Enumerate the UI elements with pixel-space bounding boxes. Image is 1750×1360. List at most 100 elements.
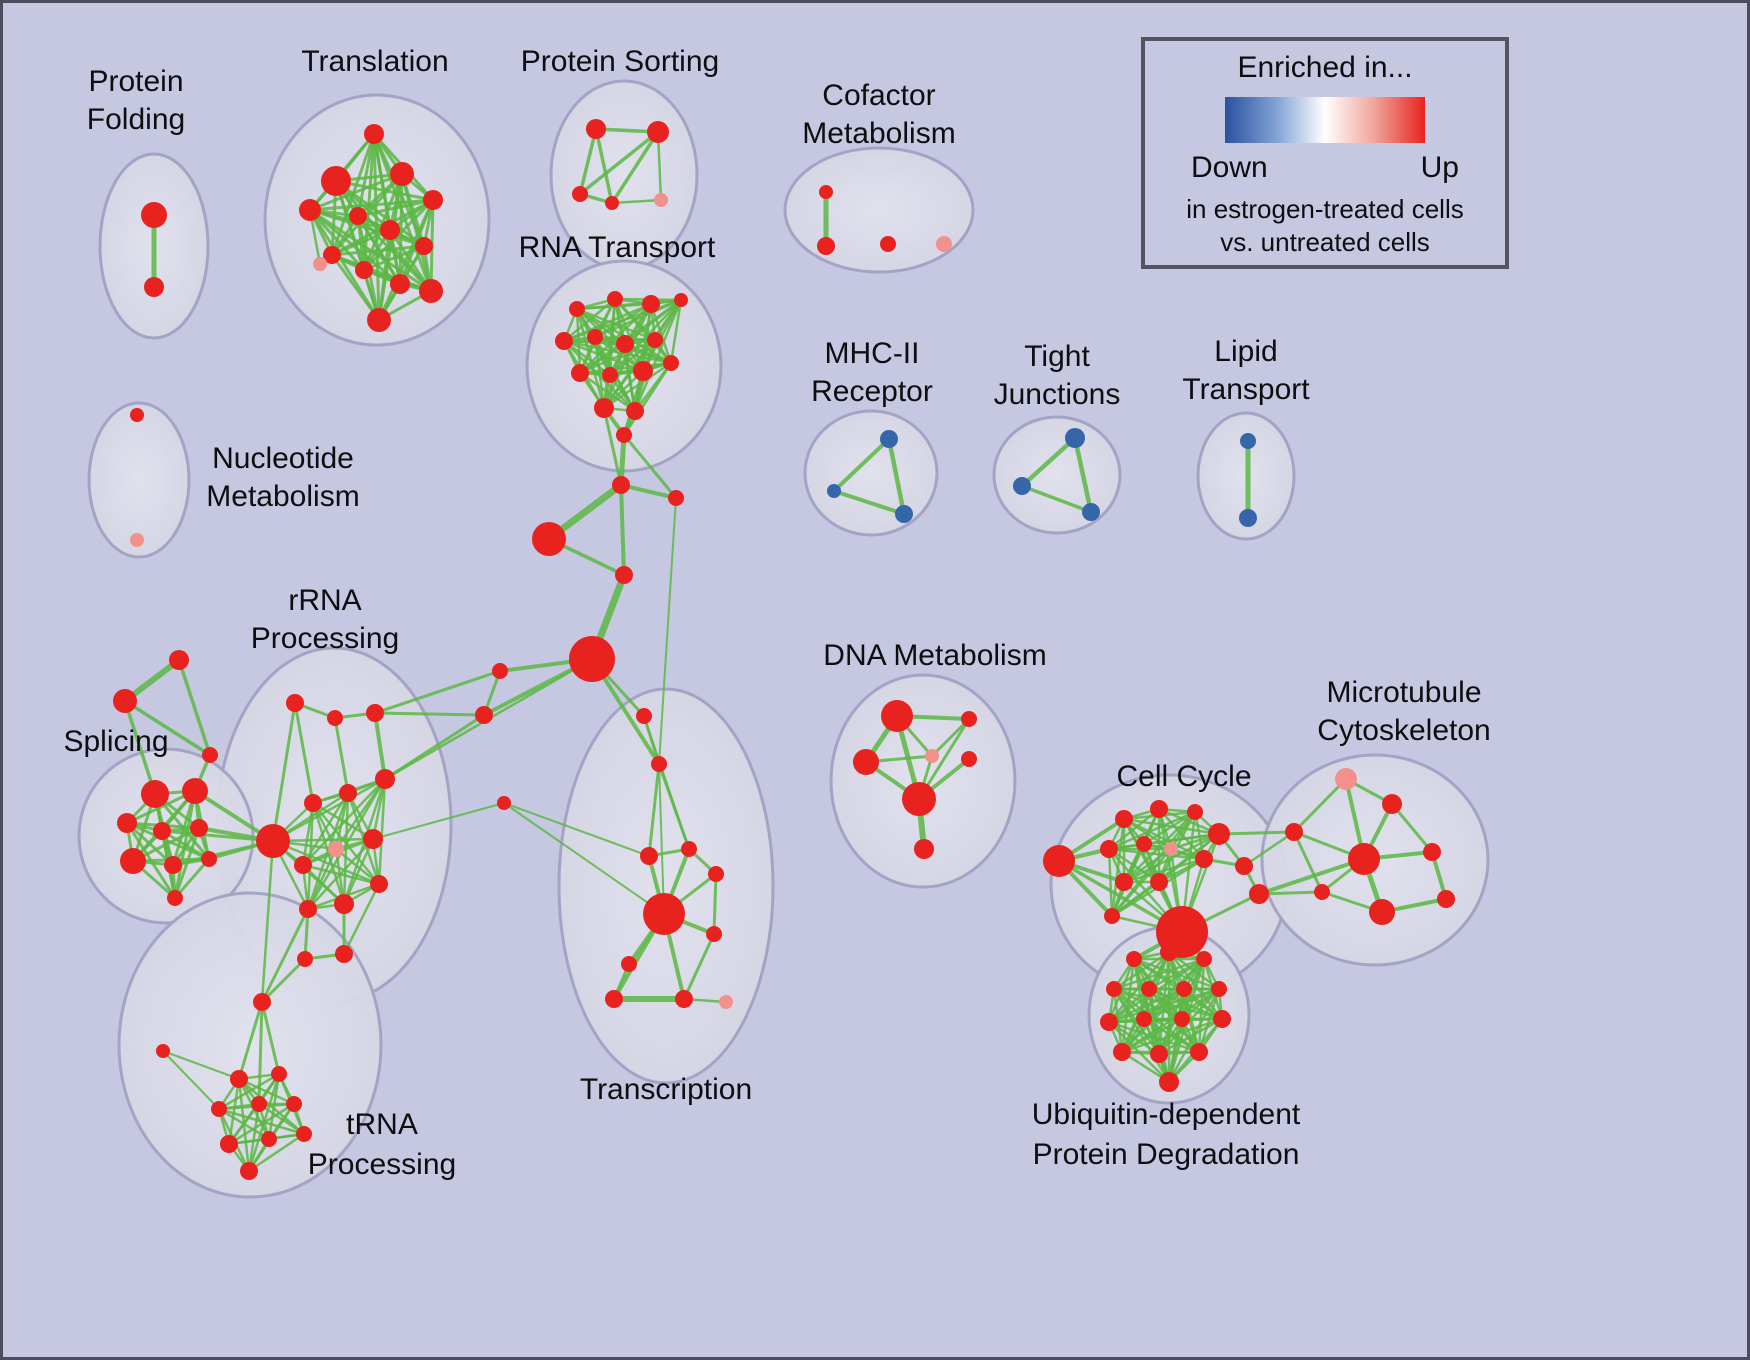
network-node-ps4 <box>605 196 619 210</box>
network-node-nm2 <box>130 533 144 547</box>
network-node-tx9 <box>605 990 623 1008</box>
network-node-cc5 <box>1208 823 1230 845</box>
cluster-label-splicing: Splicing <box>63 725 168 758</box>
cluster-label-rna-transport: RNA Transport <box>519 231 716 264</box>
network-edge <box>1122 847 1173 884</box>
network-node-mc2 <box>1382 794 1402 814</box>
network-edge <box>656 130 663 202</box>
network-node-rr6 <box>339 784 357 802</box>
cluster-label-microtubule-cytoskeleton: Microtubule <box>1326 676 1481 709</box>
network-node-sp8 <box>201 851 217 867</box>
network-node-hb4 <box>532 522 566 556</box>
network-edge <box>1292 830 1324 894</box>
network-edge <box>622 433 678 500</box>
network-node-sp6 <box>120 848 146 874</box>
cluster-label-cofactor-metabolism: Cofactor <box>822 79 935 112</box>
network-edge <box>271 839 381 886</box>
network-edge <box>647 762 661 858</box>
network-node-sp7 <box>164 856 182 874</box>
network-node-sp2 <box>182 778 208 804</box>
network-edge <box>217 1072 281 1111</box>
network-edge <box>400 172 433 293</box>
network-node-hb9 <box>497 796 511 810</box>
network-node-rt5 <box>555 332 573 350</box>
cluster-ellipse-cofactor-metabolism <box>783 146 975 274</box>
network-node-cc12 <box>1150 873 1168 891</box>
network-edge <box>832 489 906 516</box>
network-edge <box>373 711 486 717</box>
network-node-cc2 <box>1115 810 1133 828</box>
network-node-ps2 <box>647 121 669 143</box>
network-node-mh1 <box>880 430 898 448</box>
legend-title: Enriched in... <box>1237 51 1413 84</box>
network-edge <box>610 130 660 205</box>
network-edge <box>362 244 426 272</box>
network-edge <box>334 847 381 886</box>
network-node-mc4 <box>1348 843 1380 875</box>
network-edge <box>1110 880 1161 918</box>
network-node-rr14 <box>297 951 313 967</box>
cluster-ellipse-mhc-ii-receptor <box>803 409 939 537</box>
network-edge <box>503 802 665 915</box>
network-edge <box>373 669 502 715</box>
network-node-ub13 <box>1150 1045 1168 1063</box>
network-edge <box>173 857 211 900</box>
network-node-sp9 <box>167 890 183 906</box>
network-node-tx3 <box>681 841 697 857</box>
network-node-mh3 <box>895 505 913 523</box>
network-edge <box>1112 950 1171 991</box>
network-node-ub12 <box>1113 1043 1131 1061</box>
network-node-tp10 <box>296 1126 312 1142</box>
network-node-cc3 <box>1150 800 1168 818</box>
network-node-rr11 <box>299 900 317 918</box>
cluster-label-ubiquitin-degradation: Protein Degradation <box>1033 1138 1300 1171</box>
cluster-ellipse-nucleotide-metabolism <box>87 401 191 559</box>
network-node-ub14 <box>1190 1043 1208 1061</box>
network-node-sp5 <box>190 819 208 837</box>
network-node-rr8 <box>294 856 312 874</box>
network-node-rt11 <box>633 361 653 381</box>
network-node-rt10 <box>602 367 618 383</box>
network-edge <box>610 198 663 205</box>
network-node-rt3 <box>642 295 660 313</box>
network-node-cc11 <box>1115 873 1133 891</box>
network-edge <box>125 821 211 861</box>
network-edge <box>301 777 387 867</box>
network-edge <box>1107 987 1186 1024</box>
network-node-rr1 <box>286 694 304 712</box>
network-edge <box>293 701 315 805</box>
network-edge <box>886 436 907 517</box>
network-edge <box>1107 847 1114 918</box>
cluster-label-lipid-transport: Lipid <box>1214 335 1277 368</box>
network-edge <box>562 298 683 343</box>
network-node-lt2 <box>1239 509 1257 527</box>
network-edge <box>1072 435 1094 515</box>
network-node-tj3 <box>1082 503 1100 521</box>
network-edge <box>271 701 297 843</box>
cluster-label-tight-junctions: Tight <box>1024 340 1090 373</box>
network-node-tp1 <box>253 993 271 1011</box>
network-edge <box>398 172 404 286</box>
network-node-tx5 <box>708 866 724 882</box>
network-node-lt1 <box>1240 433 1256 449</box>
network-node-mc5 <box>1423 843 1441 861</box>
network-edge <box>1107 950 1171 1024</box>
cluster-label-lipid-transport: Transport <box>1182 373 1310 406</box>
network-node-pf1 <box>141 202 167 228</box>
network-node-t9 <box>323 246 341 264</box>
network-edge <box>578 361 673 375</box>
network-node-ub3 <box>1196 951 1212 967</box>
network-edge <box>330 228 392 257</box>
network-edge <box>301 791 350 867</box>
network-edge <box>342 837 375 906</box>
network-node-tj2 <box>1013 477 1031 495</box>
network-node-tj1 <box>1065 428 1085 448</box>
network-node-cc1 <box>1043 845 1075 877</box>
network-node-dm1 <box>881 700 913 732</box>
network-node-hb8 <box>475 706 493 724</box>
cluster-label-nucleotide-metabolism: Metabolism <box>206 480 359 513</box>
network-node-tp3 <box>230 1070 248 1088</box>
network-edge <box>260 957 307 1004</box>
